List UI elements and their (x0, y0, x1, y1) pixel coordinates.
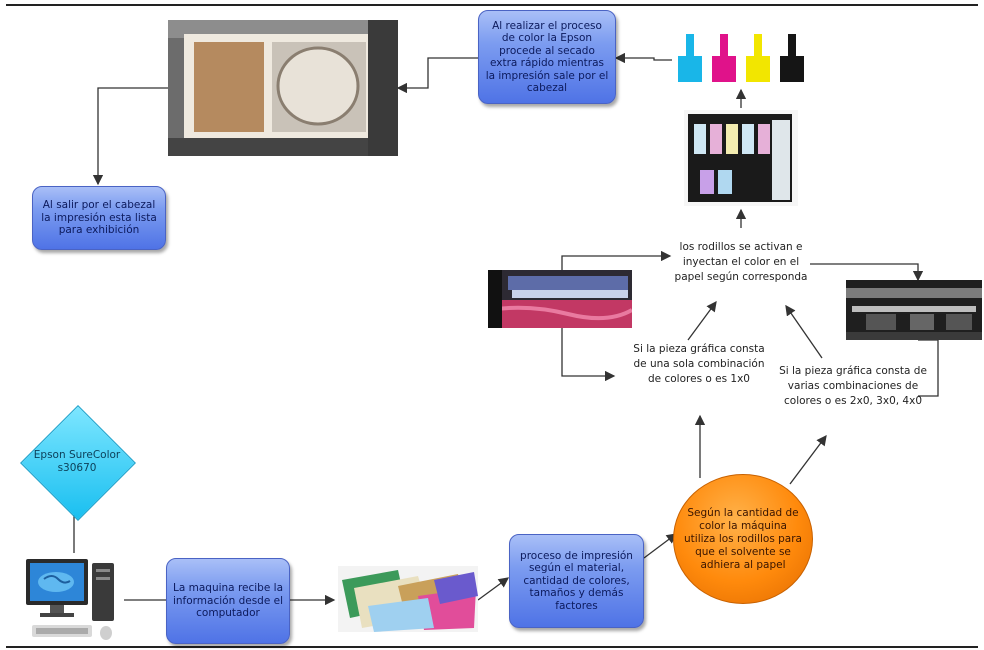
ink-cyan (678, 56, 702, 82)
ink-yellow (746, 56, 770, 82)
arrow-rollers-photo (810, 263, 924, 282)
receive-info-box: La maquina recibe la información desde e… (166, 558, 290, 644)
printer-photo (168, 20, 398, 156)
multiple-combinations-text: Si la pieza gráfica consta de varias com… (779, 365, 927, 407)
materials-photo (338, 566, 478, 632)
single-combination-text: Si la pieza gráfica consta de una sola c… (633, 343, 765, 385)
arrow-single-rollers (687, 300, 717, 341)
color-quantity-text: Según la cantidad de color la máquina ut… (684, 506, 802, 571)
epson-drying-box: Al realizar el proceso de color la Epson… (478, 10, 616, 104)
paper-samples-icon (342, 570, 478, 632)
color-quantity-circle: Según la cantidad de color la máquina ut… (673, 474, 813, 604)
ink-cartridge-bay-icon (688, 114, 792, 202)
ready-exhibition-box: Al salir por el cabezal la impresión est… (32, 186, 166, 250)
ink-bay-photo (684, 110, 798, 206)
ink-drops-icon (678, 34, 804, 82)
rollers-right-photo (846, 280, 982, 340)
arrow-drying-printer (396, 57, 478, 94)
connector-photo-multiple (918, 339, 939, 397)
computer-icon (26, 559, 114, 640)
print-process-box: proceso de impresión según el material, … (509, 534, 644, 628)
computer-photo (20, 553, 124, 645)
arrow-printer-exhibition (92, 87, 168, 186)
arrow-materials-process (477, 577, 510, 601)
epson-model-diamond: Epson SureColor s30670 (20, 405, 136, 521)
ink-magenta (712, 56, 736, 82)
arrow-multiple-rollers (785, 304, 823, 359)
epson-model-label: Epson SureColor s30670 (33, 449, 121, 474)
fabric-roller-icon (488, 270, 632, 328)
printer-output-icon (168, 20, 398, 156)
epson-drying-text: Al realizar el proceso de color la Epson… (485, 19, 609, 95)
ink-black (780, 56, 804, 82)
receive-info-text: La maquina recibe la información desde e… (172, 582, 284, 620)
arrow-photo-rollers (561, 250, 672, 270)
arrow-process-color (643, 533, 678, 559)
ready-exhibition-text: Al salir por el cabezal la impresión est… (41, 199, 157, 237)
rollers-left-photo (488, 270, 632, 328)
print-process-text: proceso de impresión según el material, … (520, 549, 633, 612)
ink-bottles (672, 28, 812, 84)
bottom-border (6, 646, 978, 648)
arrow-color-multiple (789, 434, 827, 485)
roller-mechanism-icon (846, 280, 982, 340)
rollers-activate-text: los rodillos se activan e inyectan el co… (674, 241, 808, 283)
top-border (6, 4, 978, 6)
arrow-inks-drying (614, 52, 672, 64)
